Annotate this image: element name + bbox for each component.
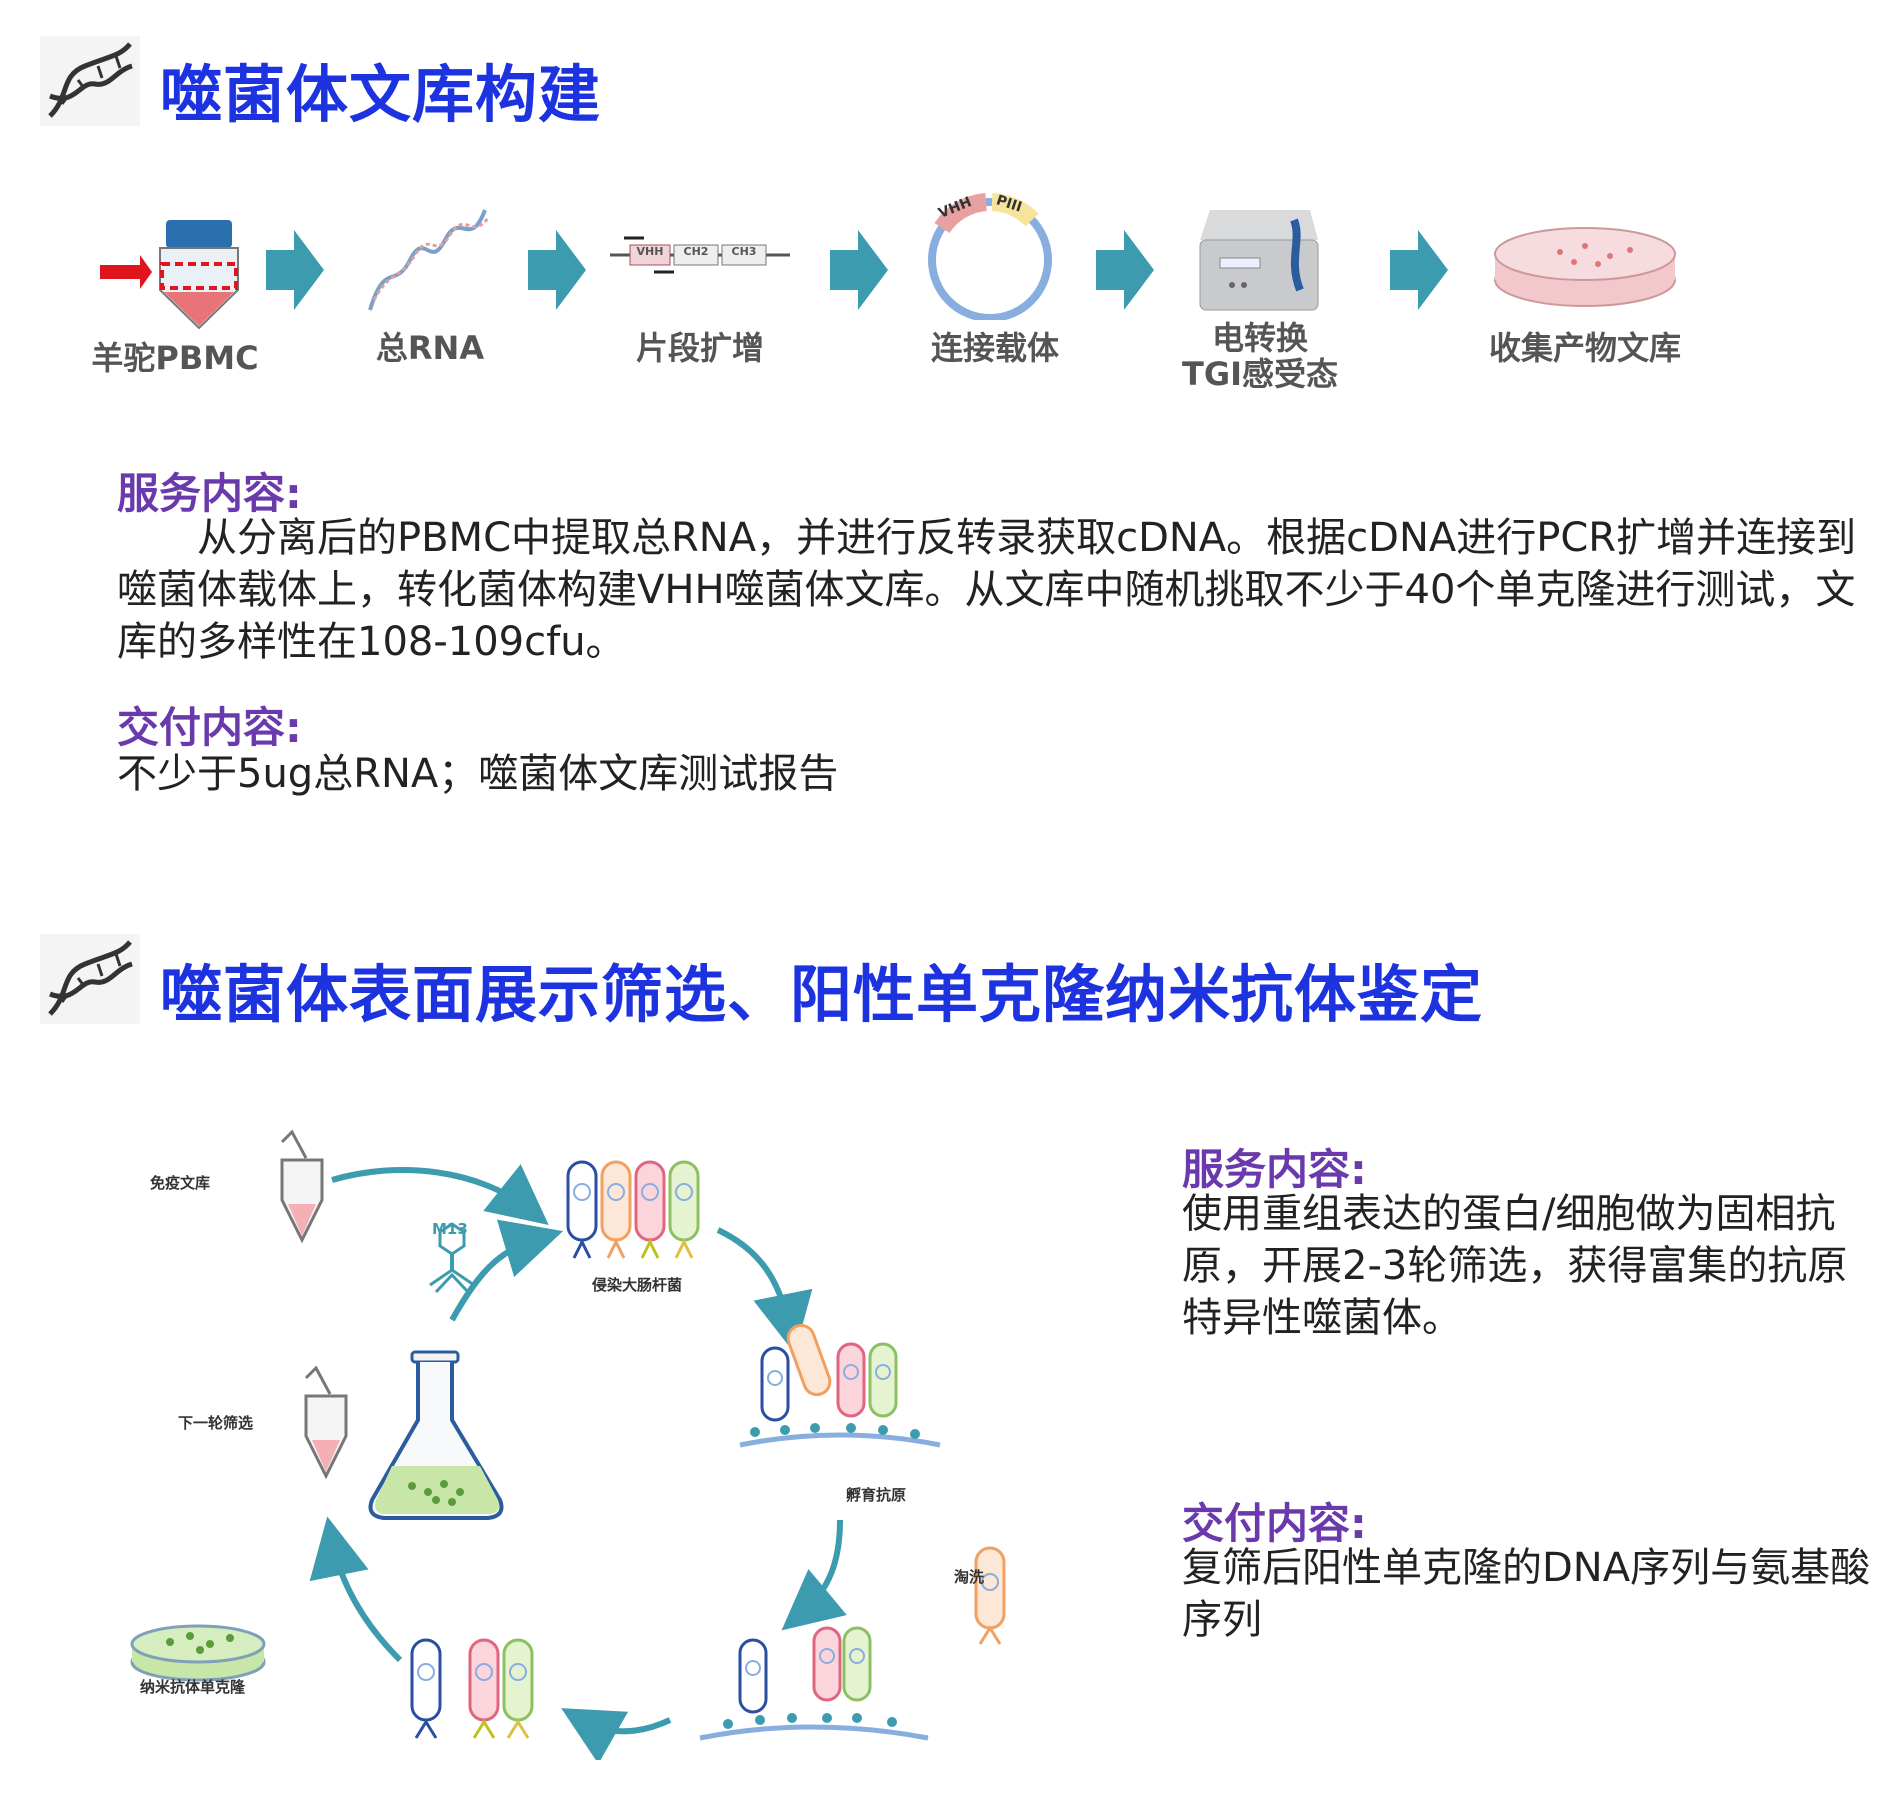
- section2-service-heading: 服务内容:: [1182, 1145, 1367, 1194]
- arrow-right-icon: [1096, 230, 1154, 310]
- fragment-label-vhh: VHH: [636, 245, 664, 258]
- section2-service-text: 使用重组表达的蛋白/细胞做为固相抗原，开展2-3轮筛选，获得富集的抗原特异性噬菌…: [1182, 1191, 1848, 1341]
- step-label-amplify: 片段扩增: [635, 329, 764, 367]
- arrow-right-icon: [266, 230, 324, 310]
- fragment-label-ch2: CH2: [683, 245, 709, 258]
- label-nanobody-clone: 纳米抗体单克隆: [140, 1678, 246, 1696]
- step-label-electro-2: TGI感受态: [1181, 355, 1338, 393]
- section1-service-text: 从分离后的PBMC中提取总RNA，并进行反转录获取cDNA。根据cDNA进行PC…: [117, 515, 1857, 665]
- arrow-right-icon: [528, 230, 586, 310]
- m13-phage-icon: [429, 1222, 475, 1294]
- section1-service-heading: 服务内容:: [117, 469, 302, 518]
- culture-flask-icon: [368, 1350, 504, 1520]
- plasmid-icon: [928, 193, 1052, 320]
- section2-delivery-text: 复筛后阳性单克隆的DNA序列与氨基酸序列: [1182, 1545, 1871, 1643]
- next-round-tube-icon: [304, 1365, 348, 1480]
- electroporator-icon: [1199, 210, 1319, 311]
- antigen-surface-icon: [739, 1323, 941, 1448]
- dna-icon: [40, 934, 140, 1024]
- section2-title: 噬菌体表面展示筛选、阳性单克隆纳米抗体鉴定: [160, 958, 1484, 1031]
- washed-bacterium-icon: [974, 1546, 1006, 1645]
- clone-dish-icon: [130, 1624, 266, 1682]
- label-immune-library: 免疫文库: [150, 1174, 211, 1192]
- arrow-right-icon: [1390, 230, 1448, 310]
- rna-strand-icon: [368, 209, 490, 311]
- section2-delivery-heading: 交付内容:: [1182, 1499, 1367, 1548]
- pbmc-tube-icon: [100, 220, 239, 330]
- fragment-label-ch3: CH3: [731, 245, 757, 258]
- step-label-pbmc: 羊驼PBMC: [91, 339, 259, 377]
- eluted-bacteria-icon: [410, 1638, 534, 1739]
- label-infect-ecoli: 侵染大肠杆菌: [592, 1276, 683, 1294]
- section1-delivery-text: 不少于5ug总RNA；噬菌体文库测试报告: [117, 751, 839, 797]
- label-next-round: 下一轮筛选: [178, 1414, 254, 1432]
- label-m13: M13: [432, 1220, 468, 1238]
- panning-cycle-diagram: [130, 1129, 1006, 1760]
- bound-phage-surface-icon: [699, 1626, 929, 1741]
- step-label-collect: 收集产物文库: [1488, 329, 1681, 367]
- library-tube-icon: [280, 1129, 324, 1244]
- step-label-vector: 连接载体: [930, 329, 1059, 367]
- library-construction-flow: 羊驼PBMC 总RNA VHH CH2 CH3 片段扩增 VHH PIII 连接…: [70, 180, 1790, 430]
- petri-dish-icon: [1494, 227, 1676, 307]
- infected-bacteria-icon: [566, 1160, 700, 1259]
- step-label-rna: 总RNA: [375, 329, 485, 367]
- dna-icon: [40, 36, 140, 126]
- fragment-icon: [610, 236, 790, 274]
- label-wash: 淘洗: [954, 1568, 985, 1586]
- section1-delivery-heading: 交付内容:: [117, 703, 302, 752]
- label-incubate-antigen: 孵育抗原: [846, 1486, 907, 1504]
- arrow-right-icon: [830, 230, 888, 310]
- step-label-electro-1: 电转换: [1211, 319, 1308, 357]
- section1-title: 噬菌体文库构建: [160, 58, 602, 131]
